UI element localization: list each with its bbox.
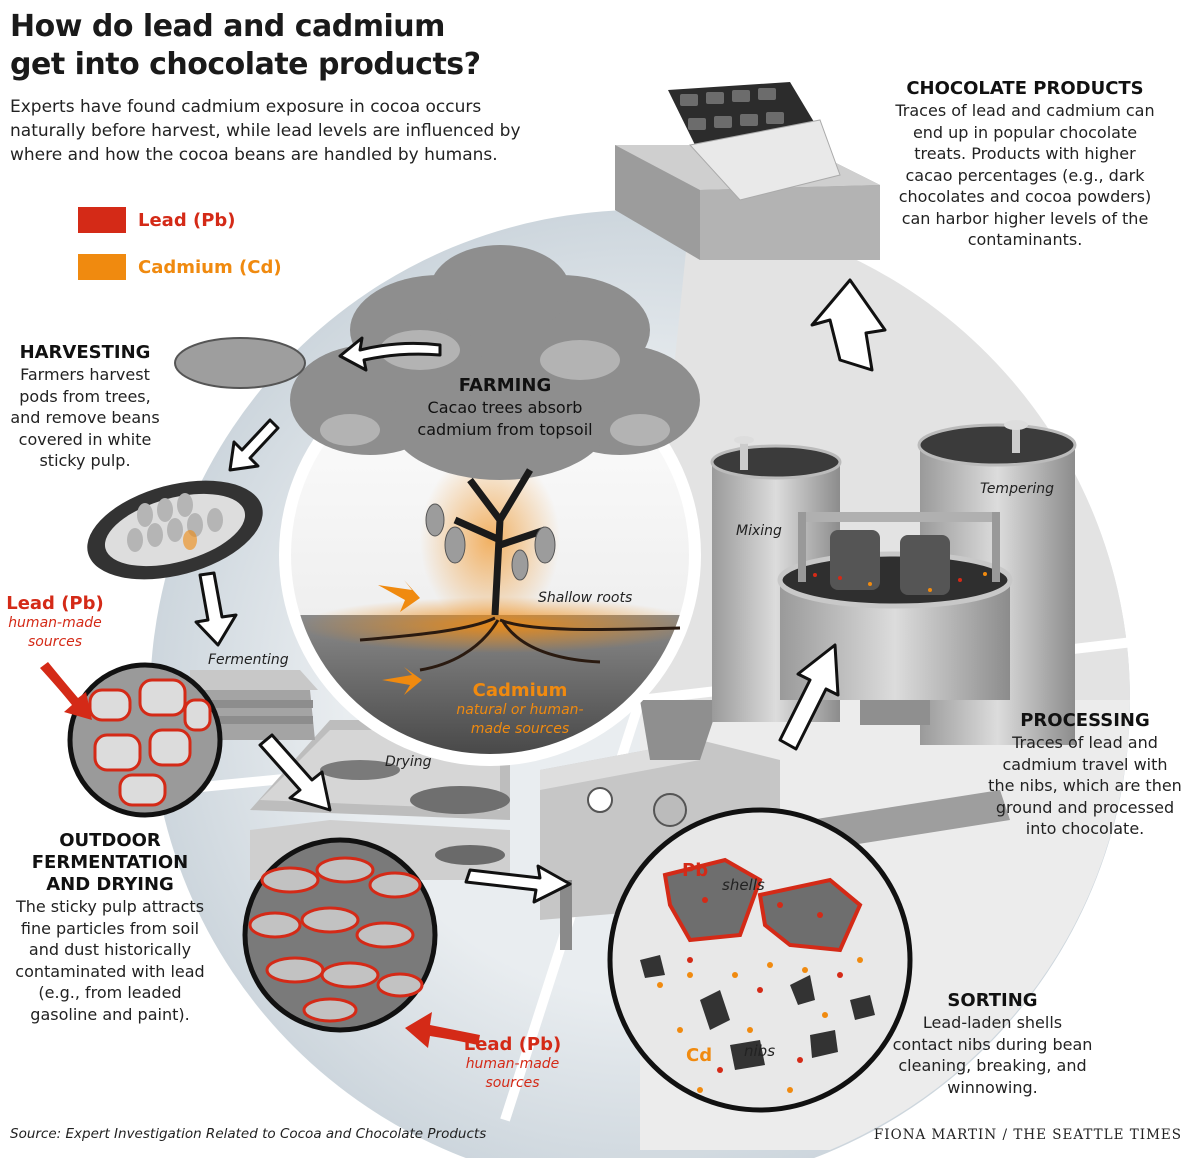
body-line: contaminated with lead xyxy=(15,961,205,981)
lead-label: Lead (Pb) xyxy=(463,1034,562,1055)
body-line: can harbor higher levels of the xyxy=(901,208,1149,228)
shells-label: shells xyxy=(722,876,765,894)
lead-source-upper: Lead (Pb) human-made sources xyxy=(5,593,105,652)
flow-arrow-icon xyxy=(194,278,887,904)
lead-beans-circle-upper xyxy=(67,662,223,818)
body-line: contact nibs during bean xyxy=(892,1034,1093,1054)
cadmium-source-label: Cadmium natural or human- made sources xyxy=(420,680,620,739)
title-line: get into chocolate products? xyxy=(10,47,481,82)
sorting-block: SORTING Lead-laden shells contact nibs d… xyxy=(880,990,1105,1098)
cadmium-label: Cadmium xyxy=(472,680,568,701)
cadmium-arrow-icon xyxy=(378,580,422,695)
processing-block: PROCESSING Traces of lead and cadmium tr… xyxy=(975,710,1195,840)
cd-label: Cd xyxy=(686,1045,713,1066)
source-note: Source: Expert Investigation Related to … xyxy=(10,1126,487,1142)
cadmium-swatch xyxy=(78,254,126,280)
lead-sub: sources xyxy=(485,1075,540,1091)
body-line: The sticky pulp attracts xyxy=(15,897,205,916)
section-heading: FERMENTATION xyxy=(31,852,189,873)
cacao-tree-icon xyxy=(290,245,700,672)
body-line: sticky pulp. xyxy=(39,451,131,470)
cadmium-sub: made sources xyxy=(470,721,570,737)
fermentation-block: OUTDOOR FERMENTATION AND DRYING The stic… xyxy=(10,830,210,1025)
section-heading: SORTING xyxy=(947,990,1038,1011)
sorting-circle xyxy=(607,807,913,1113)
legend-label: Cadmium (Cd) xyxy=(138,256,282,278)
lead-sub: human-made xyxy=(465,1056,560,1072)
chocolate-products-block: CHOCOLATE PRODUCTS Traces of lead and ca… xyxy=(880,78,1170,251)
body-line: treats. Products with higher xyxy=(914,144,1136,163)
body-line: fine particles from soil xyxy=(20,918,200,938)
body-line: covered in white xyxy=(18,429,152,449)
lead-beans-circle-lower xyxy=(242,837,438,1033)
body-line: Traces of lead and xyxy=(1012,733,1158,752)
section-heading: FARMING xyxy=(458,375,552,396)
body-line: ground and processed xyxy=(995,797,1175,817)
section-heading: PROCESSING xyxy=(1020,710,1150,731)
section-heading: OUTDOOR xyxy=(59,830,161,851)
lead-label: Lead (Pb) xyxy=(6,593,104,614)
body-line: and remove beans xyxy=(10,408,160,427)
body-line: contaminants. xyxy=(967,230,1083,249)
intro-line: where and how the cocoa beans are handle… xyxy=(10,145,498,165)
intro-line: Experts have found cadmium exposure in c… xyxy=(10,97,482,117)
body-line: pods from trees, xyxy=(19,386,151,406)
section-heading: CHOCOLATE PRODUCTS xyxy=(906,78,1144,99)
legend-item-lead: Lead (Pb) xyxy=(78,207,236,233)
lead-source-lower: Lead (Pb) human-made sources xyxy=(460,1034,565,1093)
body-line: cadmium travel with xyxy=(1002,754,1168,774)
shallow-roots-label: Shallow roots xyxy=(538,590,633,606)
body-line: Cacao trees absorb xyxy=(427,398,583,417)
farming-block: FARMING Cacao trees absorb cadmium from … xyxy=(395,375,615,440)
lead-arrow-upper-icon xyxy=(40,662,92,720)
body-line: Farmers harvest xyxy=(20,365,150,384)
body-line: the nibs, which are then xyxy=(988,776,1182,795)
pb-label: Pb xyxy=(682,860,709,881)
section-heading: HARVESTING xyxy=(19,342,151,363)
body-line: (e.g., from leaded xyxy=(38,983,182,1002)
body-line: cadmium from topsoil xyxy=(417,419,593,439)
body-line: end up in popular chocolate xyxy=(912,122,1138,142)
body-line: and dust historically xyxy=(28,940,192,959)
intro-line: naturally before harvest, while lead lev… xyxy=(10,121,521,141)
harvesting-block: HARVESTING Farmers harvest pods from tre… xyxy=(5,342,165,472)
body-line: cleaning, breaking, and xyxy=(898,1056,1087,1075)
page-title: How do lead and cadmium get into chocola… xyxy=(10,8,570,84)
body-line: Lead-laden shells xyxy=(922,1013,1063,1032)
lead-swatch xyxy=(78,207,126,233)
mixing-label: Mixing xyxy=(736,523,782,539)
legend-item-cadmium: Cadmium (Cd) xyxy=(78,254,282,280)
fermenting-label: Fermenting xyxy=(208,652,289,668)
legend-label: Lead (Pb) xyxy=(138,209,236,231)
title-line: How do lead and cadmium xyxy=(10,9,445,44)
body-line: gasoline and paint). xyxy=(30,1004,190,1024)
body-line: into chocolate. xyxy=(1025,819,1145,838)
fermenting-box-icon xyxy=(190,670,318,740)
open-pod-icon xyxy=(87,480,263,580)
body-line: cacao percentages (e.g., dark xyxy=(905,165,1145,185)
chocolate-bar-icon xyxy=(615,82,880,260)
lead-arrow-lower-icon xyxy=(405,1012,480,1048)
intro-text: Experts have found cadmium exposure in c… xyxy=(10,95,570,167)
body-line: winnowing. xyxy=(947,1077,1038,1097)
drying-label: Drying xyxy=(385,754,432,770)
tempering-label: Tempering xyxy=(980,481,1054,497)
lead-sub: human-made xyxy=(8,615,102,631)
credit-line: FIONA MARTIN / THE SEATTLE TIMES xyxy=(873,1127,1182,1143)
body-line: Traces of lead and cadmium can xyxy=(895,101,1155,120)
nibs-label: nibs xyxy=(744,1042,776,1060)
cocoa-pod-icon xyxy=(174,337,306,389)
cadmium-sub: natural or human- xyxy=(456,702,584,718)
lead-sub: sources xyxy=(27,634,83,650)
body-line: chocolates and cocoa powders) xyxy=(898,187,1152,206)
section-heading: AND DRYING xyxy=(46,874,174,895)
